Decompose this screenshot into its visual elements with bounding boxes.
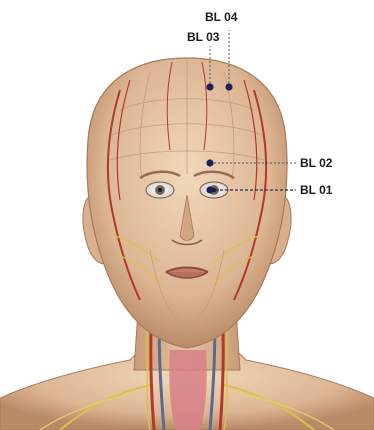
label-bl02: BL 02 [300,156,333,170]
point-bl02-marker [206,159,213,166]
point-bl01-marker [206,186,213,193]
point-bl03-marker [206,83,213,90]
label-bl04: BL 04 [205,10,238,24]
label-bl03: BL 03 [187,30,220,44]
label-bl01: BL 01 [300,183,333,197]
point-bl04-marker [225,83,232,90]
